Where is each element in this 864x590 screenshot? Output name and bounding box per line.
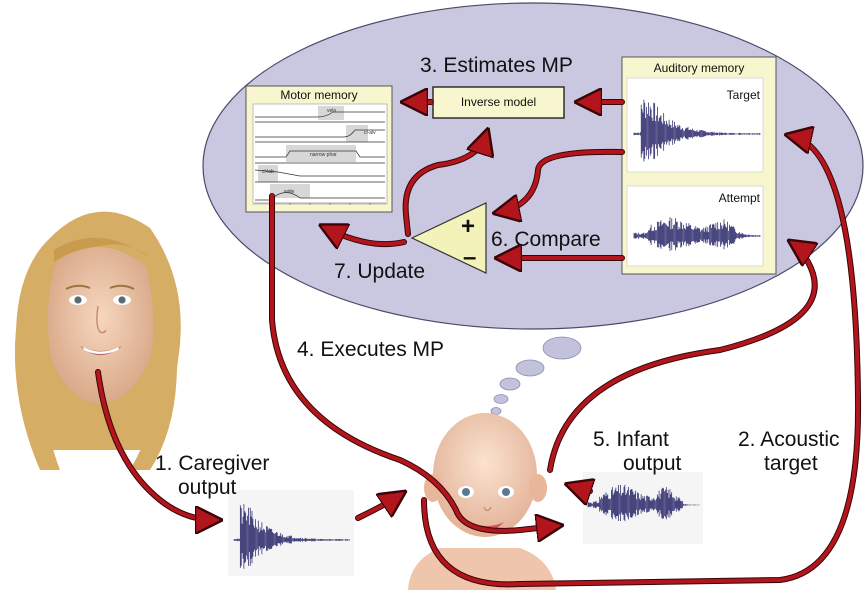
waveform-trace xyxy=(633,217,761,252)
motor-memory-title: Motor memory xyxy=(280,88,358,102)
inverse-model-box xyxy=(432,86,565,119)
auditory-memory-box xyxy=(621,56,777,275)
label-compare: 6. Compare xyxy=(491,228,601,251)
thought-bubble xyxy=(493,394,509,404)
attempt-panel xyxy=(626,185,764,267)
motor-track-label: narrow phar xyxy=(310,152,337,158)
waveform-trace xyxy=(633,99,761,162)
thought-bubble xyxy=(515,359,545,377)
motor-track-label: cl-lab xyxy=(262,169,274,175)
comparator-plus: + xyxy=(461,213,475,240)
attempt-waveform xyxy=(633,217,761,252)
arrow-update-to-motor xyxy=(326,228,407,244)
caregiver-waveform xyxy=(233,504,350,569)
thought-bubble xyxy=(499,377,521,391)
target-waveform xyxy=(633,99,761,162)
arrow-executes-mp xyxy=(269,193,556,531)
label-executes-mp: 4. Executes MP xyxy=(297,338,445,361)
target-panel xyxy=(626,77,764,173)
infant-waveform-panel xyxy=(583,472,703,544)
motor-track-label: velo xyxy=(327,108,336,114)
arrow-acoustic-target xyxy=(421,136,862,588)
target-label: Target xyxy=(726,88,760,102)
infant-portrait xyxy=(408,413,556,590)
waveform-trace xyxy=(233,504,350,569)
label-estimates-mp: 3. Estimates MP xyxy=(420,54,573,77)
thought-bubble xyxy=(490,407,502,415)
thought-bubble xyxy=(542,336,582,360)
arrow-waveform-to-infant xyxy=(355,495,400,521)
motor-track-label: wide xyxy=(284,189,295,195)
caregiver-waveform-panel xyxy=(228,490,354,576)
arrow-infant-waveform-to-baby xyxy=(572,486,590,491)
label-acoustic-target-2: target xyxy=(764,452,818,475)
comparator-minus: – xyxy=(463,244,476,271)
arrow-caregiver-to-waveform xyxy=(95,369,215,520)
thought-bubbles xyxy=(490,336,582,415)
motor-memory-box: velo cl-alv narrow phar cl-lab wide xyxy=(245,85,393,213)
caregiver-portrait xyxy=(15,211,181,470)
motor-track-label: cl-alv xyxy=(364,130,376,136)
comparator-triangle xyxy=(410,202,487,274)
inverse-model-label: Inverse model xyxy=(460,95,537,109)
auditory-memory-title: Auditory memory xyxy=(653,61,745,75)
label-caregiver-output-2: output xyxy=(178,476,237,499)
attempt-label: Attempt xyxy=(718,191,760,205)
label-caregiver-output-1: 1. Caregiver xyxy=(155,452,270,475)
arrow-target-to-comparator xyxy=(500,148,625,212)
arrow-infant-output-to-attempt xyxy=(547,244,815,473)
label-update: 7. Update xyxy=(334,260,426,283)
arrow-comparator-to-inverse xyxy=(402,135,486,237)
label-acoustic-target-1: 2. Acoustic xyxy=(738,428,840,451)
label-infant-output-1: 5. Infant xyxy=(593,428,669,451)
label-infant-output-2: output xyxy=(623,452,682,475)
